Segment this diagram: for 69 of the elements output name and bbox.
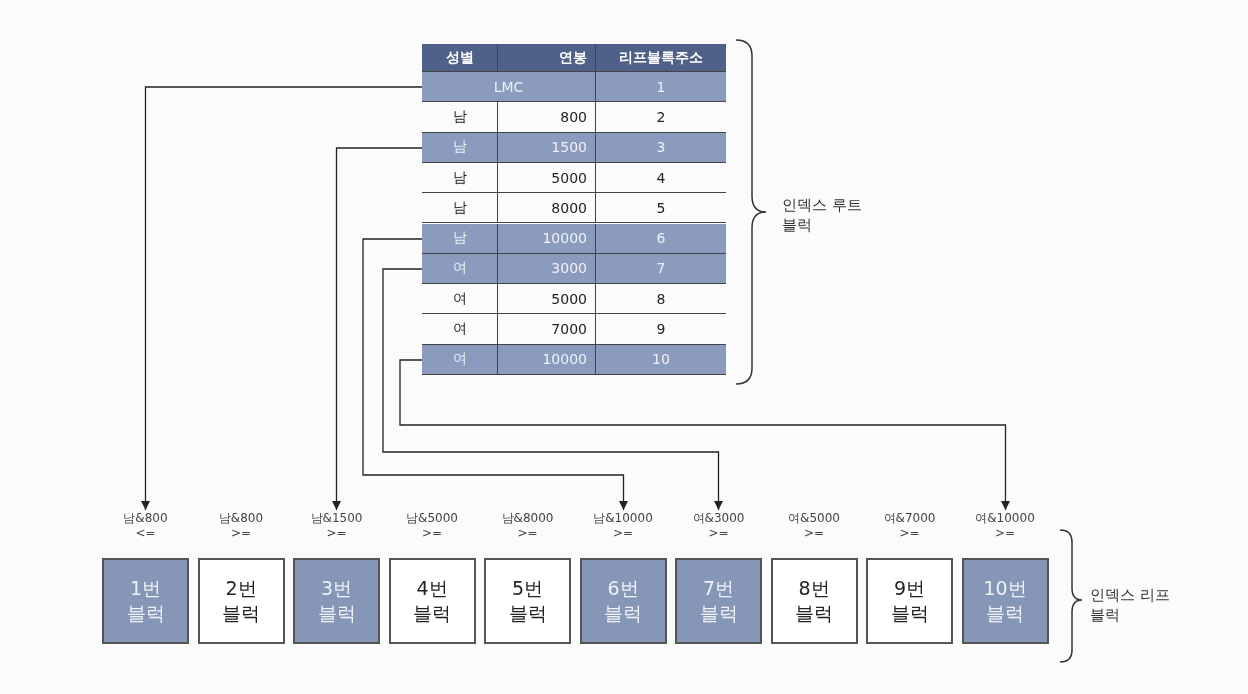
condition-label: 남&8000 [500,510,555,527]
table-cell: 8000 [498,193,596,224]
table-cell: 3 [596,132,726,163]
condition-label: >= [516,526,539,540]
leaf-block: 4번 블럭 [388,558,476,644]
table-cell: 남 [422,193,498,224]
table-cell: LMC [422,72,596,103]
table-cell: 여 [422,253,498,285]
leaf-block: 3번 블럭 [293,558,380,644]
leaf-block: 2번 블럭 [197,558,285,644]
table-cell: 남 [422,162,498,194]
condition-label: 남&800 [217,510,265,527]
condition-label: 남&10000 [592,510,654,527]
table-cell: 2 [596,102,726,133]
condition-label: <= [134,526,157,540]
leaf-block: 10번 블럭 [961,558,1049,644]
table-cell: 5000 [498,162,596,194]
table-cell: 7 [596,253,726,285]
table-cell: 5 [596,193,726,224]
table-cell: 4 [596,162,726,194]
table-cell: 800 [498,102,596,133]
table-cell: 1500 [498,132,596,163]
table-cell: 8 [596,284,726,315]
leaf-block: 7번 블럭 [675,558,762,644]
arrow [382,268,724,511]
table-cell: 여 [422,344,498,375]
condition-label: >= [802,526,826,540]
header-cell: 성별 [422,44,498,72]
table-cell: 10000 [498,223,596,254]
arrow [399,359,1011,511]
condition-label: 남&800 [122,510,169,527]
table-cell: 10 [596,344,726,375]
condition-label: >= [898,526,921,540]
condition-label: 여&3000 [691,510,746,527]
table-cell: 남 [422,223,498,254]
condition-label: 여&5000 [787,510,841,527]
table-cell: 남 [422,102,498,133]
table-cell: 9 [596,314,726,345]
table-cell: 여 [422,284,498,315]
table-cell: 6 [596,223,726,254]
header-cell: 리프블록주소 [596,44,726,72]
bracket-label: 인덱스 리프블럭 [1090,585,1170,625]
leaf-block: 5번 블럭 [484,558,571,644]
arrow [362,238,629,511]
condition-label: >= [420,526,444,540]
header-cell: 연봉 [498,44,596,72]
table-cell: 남 [422,132,498,163]
arrow [331,147,423,511]
leaf-block: 9번 블럭 [866,558,953,644]
condition-label: >= [229,526,253,540]
condition-label: >= [325,526,348,540]
condition-label: >= [993,526,1017,540]
bracket-label: 인덱스 루트블럭 [782,195,862,235]
table-cell: 1 [596,72,726,103]
condition-label: >= [611,526,635,540]
table-cell: 여 [422,314,498,345]
condition-label: 남&1500 [309,510,364,527]
leaf-block: 8번 블럭 [770,558,858,644]
condition-label: 여&7000 [882,510,937,527]
table-cell: 5000 [498,284,596,315]
condition-label: >= [707,526,730,540]
leaf-block: 1번 블럭 [102,558,189,644]
table-cell: 3000 [498,253,596,285]
condition-label: 남&5000 [405,510,459,527]
arrow [140,86,423,511]
table-cell: 10000 [498,344,596,375]
table-cell: 7000 [498,314,596,345]
leaf-block: 6번 블럭 [579,558,667,644]
condition-label: 여&10000 [974,510,1036,527]
